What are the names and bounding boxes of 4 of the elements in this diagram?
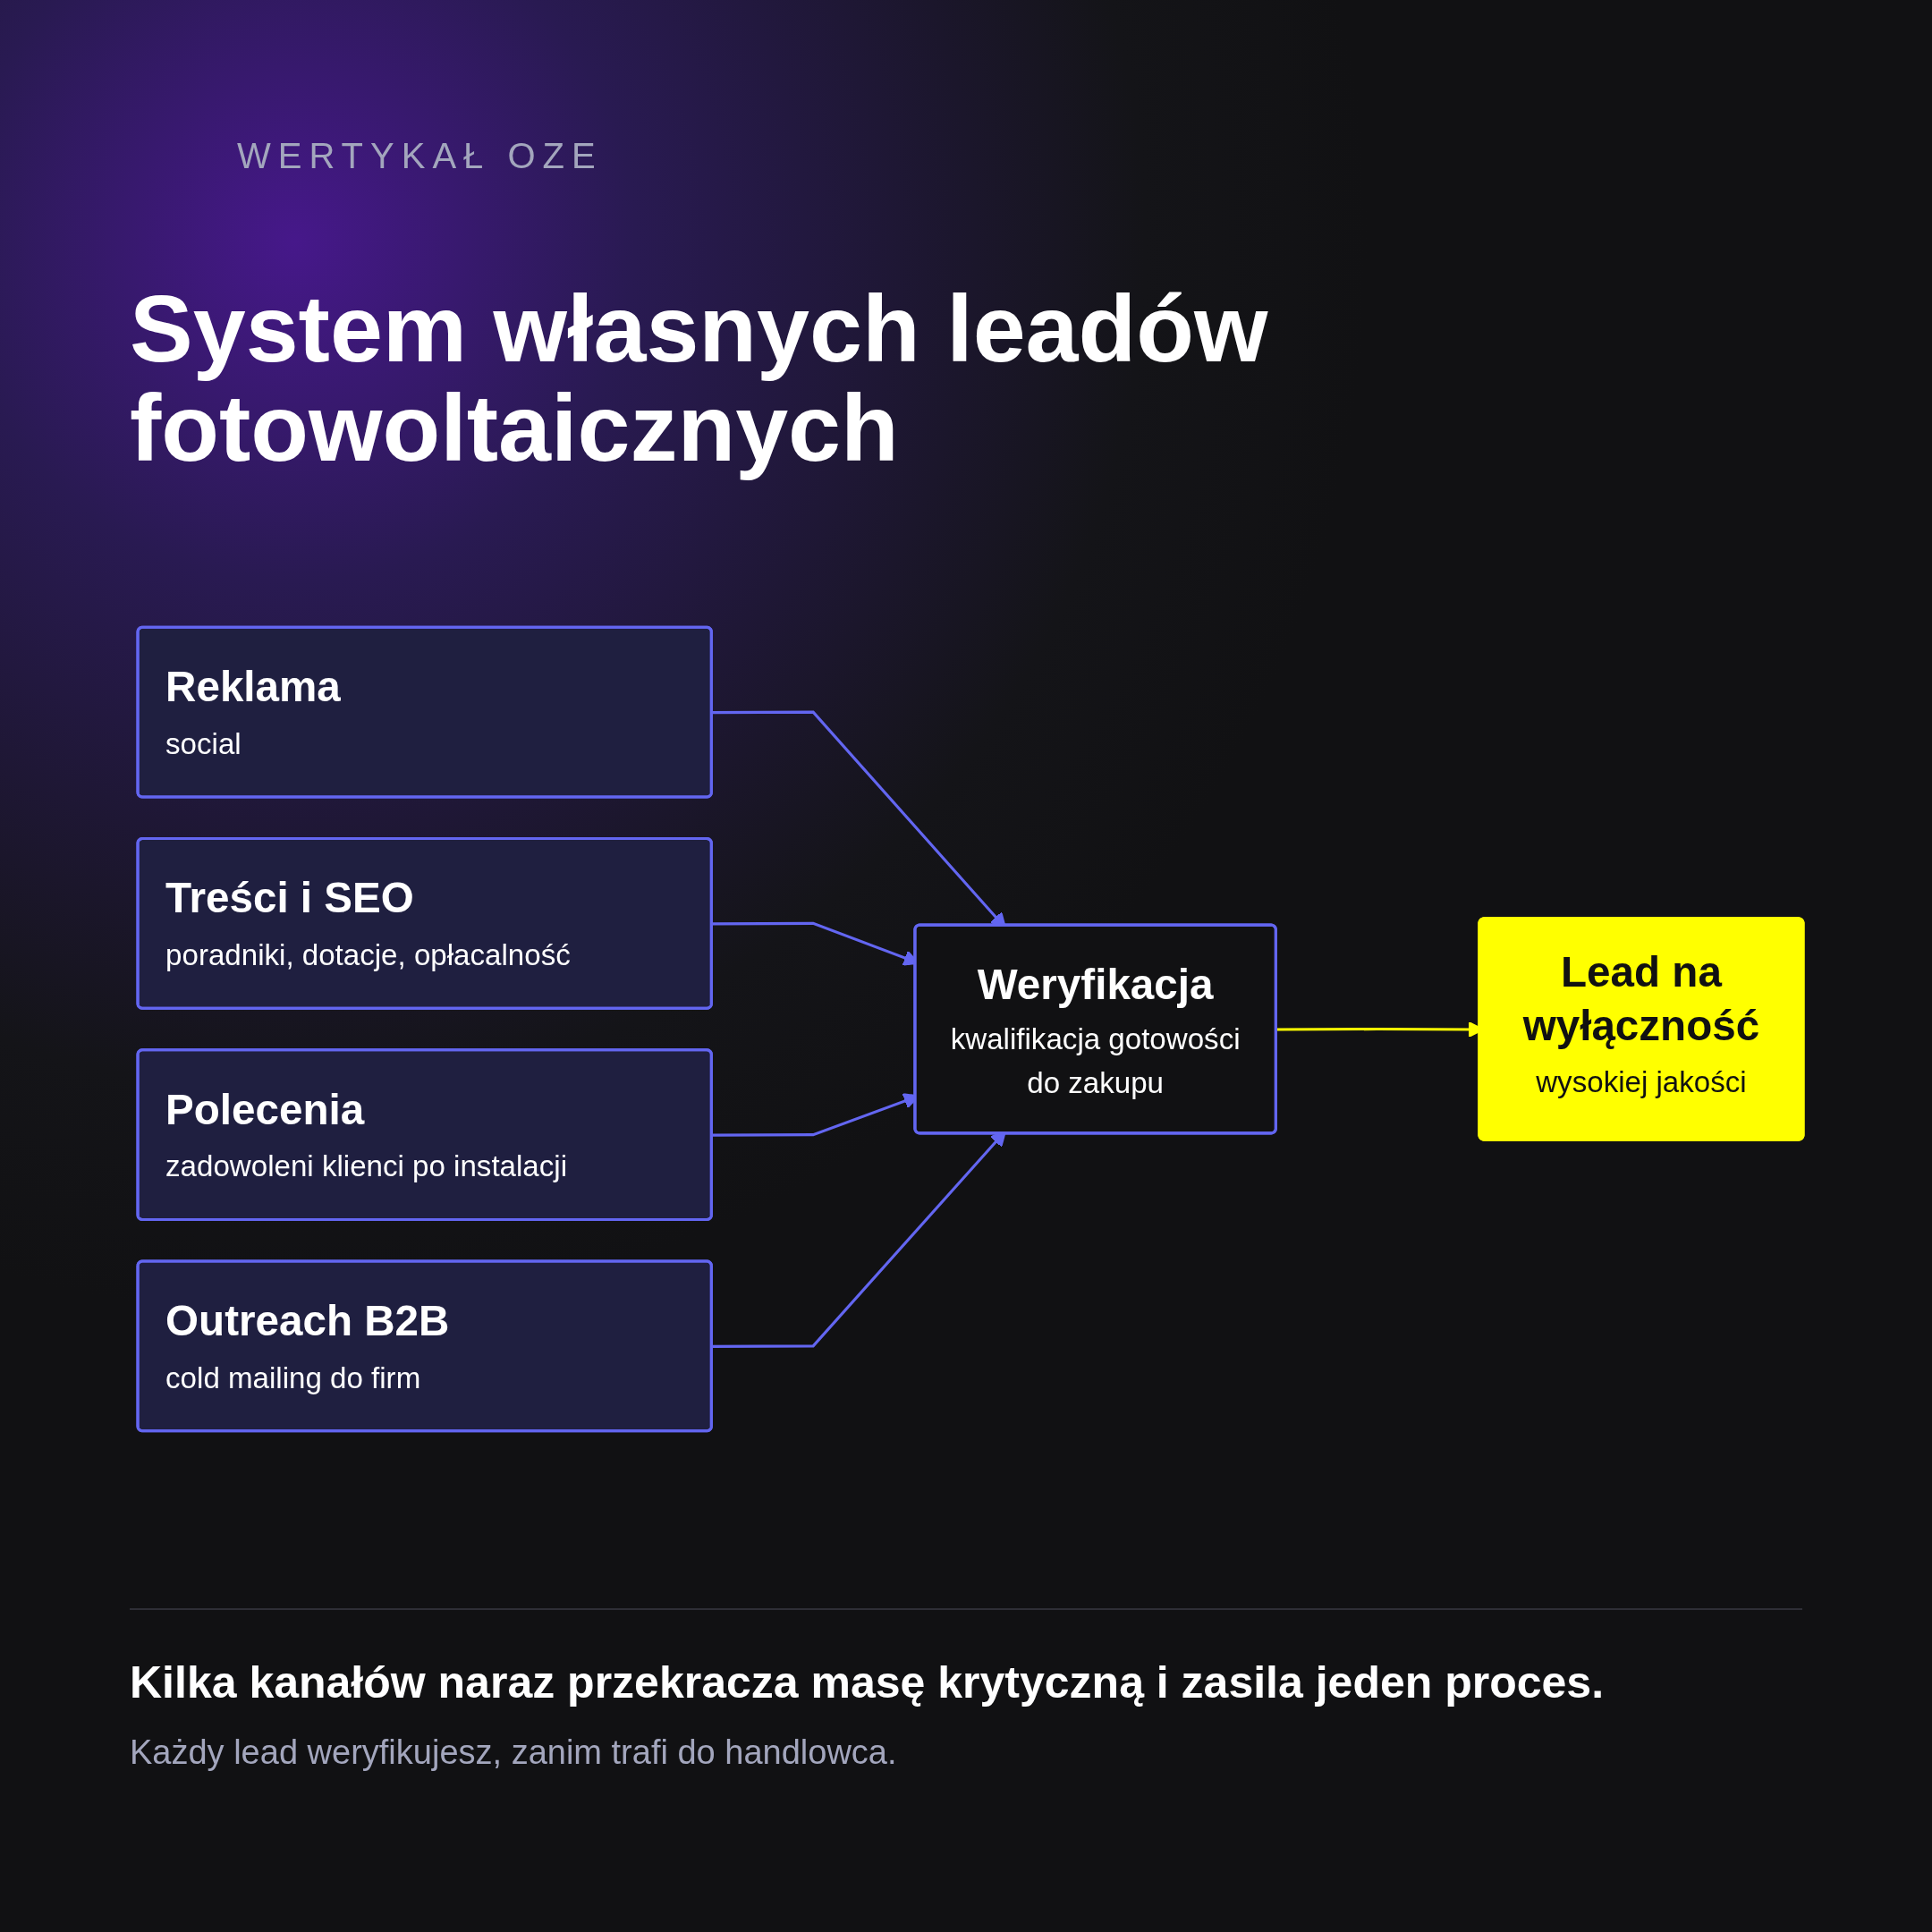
category-label: WERTYKAŁ OZE [237, 136, 603, 176]
note-text: Każdy lead weryfikujesz, zanim trafi do handlowca. [130, 1733, 897, 1772]
title: System własnych leadów fotowoltaicznych [130, 279, 1269, 479]
caption: Kilka kanałów naraz przekracza masę krytyczną i zasila jeden proces. [130, 1657, 1605, 1708]
